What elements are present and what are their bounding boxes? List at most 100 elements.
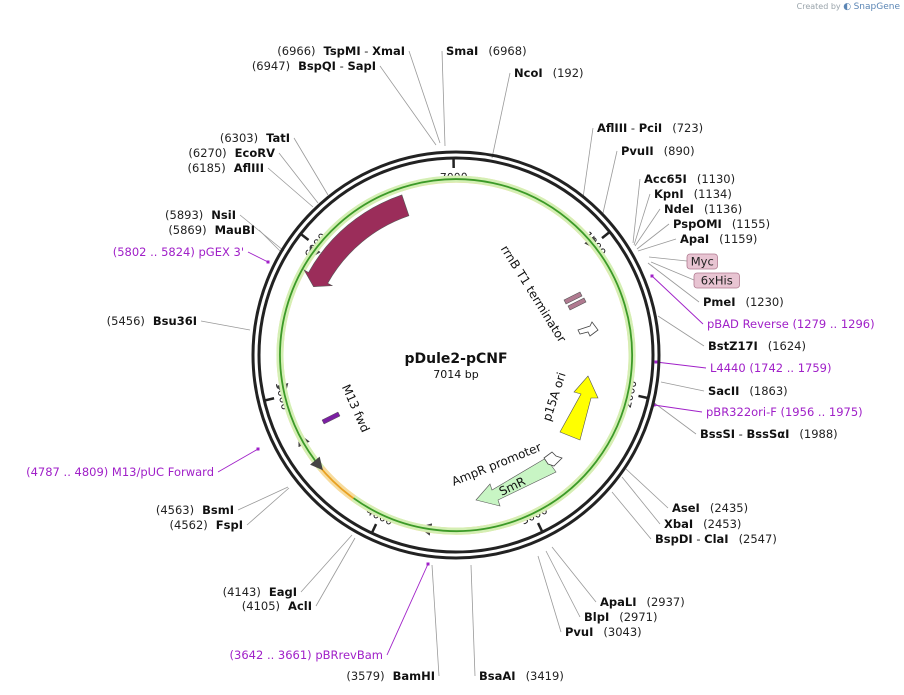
snapgene-logo-icon: ◐ [843,2,852,12]
primer-site-m13puc [256,447,260,451]
enzyme-name-acli: AclI [288,599,312,613]
enzyme-name-sacii: SacII [708,384,739,398]
leader-apali [551,546,597,603]
enzyme-name-tati: TatI [266,131,290,145]
enzyme-label-bspqi: (6947)BspQI - SapI [252,59,376,73]
enzyme-label-apali: ApaLI (2937) [600,595,685,609]
smr-arrow [475,457,557,507]
enzyme-name-bspdi: BspDI [655,532,693,546]
enzyme-pos-apali: (2937) [647,595,685,609]
leader-eagi [300,534,353,593]
leader-bsmi [237,486,289,511]
orf-arc-5 [279,178,633,533]
enzyme-leader-lines [200,50,707,677]
m13-fwd-label: M13 fwd [339,382,372,434]
enzyme-pos-tati: (6303) [220,131,258,145]
tag-leader-his [650,261,695,281]
leader-bspqi [379,65,437,146]
enzyme-label-asei: AseI(2435) [672,501,748,515]
leader-tspmi [408,50,441,144]
enzyme-name-kpni: KpnI [654,187,684,201]
plasmid-name: pDule2-pCNF [404,351,507,367]
enzyme-label-bsmi: (4563) BsmI [156,503,234,517]
enzyme-name-bamhi: BamHI [393,669,435,683]
enzyme-label-sacii: SacII(1863) [708,384,788,398]
primer-leader-l4440 [655,361,707,369]
enzyme-label-aflii: (6185) AflIII [187,161,264,175]
enzyme-name-tspmi: XmaI [372,44,405,58]
enzyme-label-pspomi: PspOMI(1155) [673,217,770,231]
smr-label: SmR [497,474,528,499]
enzyme-pos-pmei: (1230) [746,295,784,309]
enzyme-pos-fspi: (4562) [170,518,208,532]
enzyme-pos-ncoi: (192) [553,66,584,80]
enzyme-pos-acli: (4105) [242,599,280,613]
primer-site-l4440 [654,360,658,364]
watermark-prefix: Created by [796,2,841,11]
tag-box-myc [686,253,718,270]
enzyme-label-tati: (6303) TatI [220,131,290,145]
tick-mark-3000 [536,522,544,533]
leader-blpi [545,550,581,618]
enzyme-name-blpi: BlpI [584,610,609,624]
enzyme-name-pspomi: PspOMI [673,217,722,231]
leader-kpni [633,193,651,246]
enzyme-name-eagi: EagI [269,585,297,599]
backbone-outer-ring [251,150,661,560]
enzyme-label-bspdi: BspDI - ClaI(2547) [655,532,777,546]
enzyme-label-xbai: XbaI(2453) [664,517,741,531]
enzyme-label-afliii-pcii: AflIII - PciI(723) [597,121,703,135]
enzyme-name-bsmi: BsmI [202,503,234,517]
tag-label-his: 6xHis [701,274,733,288]
enzyme-name-maubi: MauBI [215,223,255,237]
leader-nsii [239,214,285,252]
enzyme-label-blpi: BlpI(2971) [584,610,657,624]
enzyme-label-ecorv: (6270)EcoRV [188,146,275,160]
orf-glow-0 [475,176,599,250]
leader-asei [625,468,669,509]
leader-pspomi [636,223,670,250]
orf-arc-0 [476,179,597,250]
enzyme-pos-bspqi: (6947) [252,59,290,73]
leader-acli [315,537,356,607]
leader-afliii-pcii [582,127,594,199]
enzyme-labels: (6966)TspMI - XmaI(6947)BspQI - SapISmaI… [26,44,874,683]
enzyme-pos-bspdi: (2547) [739,532,777,546]
primer-label-pbr322: pBR322ori-F (1956 .. 1975) [706,405,863,419]
enzyme-pos-nsii: (5893) [165,208,203,222]
primer-leader-pbrrev [386,563,429,656]
enzyme-label-eagi: (4143)EagI [223,585,297,599]
enzyme-name-ndei: NdeI [664,202,694,216]
enzyme-pos-bsmi: (4563) [156,503,194,517]
leader-bamhi [431,564,440,677]
primer-leader-pbadrev [651,275,704,325]
enzyme-label-pmei: PmeI (1230) [703,295,784,309]
enzyme-label-nsii: (5893)NsiI [165,208,236,222]
orf-arcs [276,175,636,536]
enzyme-pos-apai: (1159) [719,232,757,246]
enzyme-name-afliii-pcii: AflIII [597,121,627,135]
enzyme-label-ndei: NdeI(1136) [664,202,742,216]
enzyme-name-apali: ApaLI [600,595,637,609]
enzyme-pos-afliii-pcii: (723) [672,121,703,135]
enzyme-name-bsu36i: Bsu36I [153,314,197,328]
enzyme-pos-aflii: (6185) [187,161,225,175]
enzyme-name-bsssi: BssSαI [747,427,790,441]
enzyme-label-bamhi: (3579)BamHI [346,669,435,683]
enzyme-label-bstz17i: BstZ17I(1624) [708,339,806,353]
enzyme-name-bspqi: SapI [347,59,376,73]
leader-ncoi [491,72,511,159]
leader-sacii [660,381,705,392]
enzyme-name-pmei: PmeI [703,295,736,309]
enzyme-pos-pvuii: (890) [664,144,695,158]
arac-arrow [303,194,410,287]
rrnb-terminator-glyph-1 [563,291,583,305]
watermark-brand: SnapGene [853,2,900,12]
primer-site-pgex3 [266,260,270,264]
enzyme-label-acli: (4105) AclI [242,599,312,613]
enzyme-name-ecorv: EcoRV [235,146,275,160]
primer-label-pbrrev: (3642 .. 3661) pBRrevBam [230,648,383,662]
primer-leader-m13puc [217,448,259,473]
enzyme-name-aflii: AflIII [234,161,264,175]
rrnb-promoter-arrow [577,321,599,337]
